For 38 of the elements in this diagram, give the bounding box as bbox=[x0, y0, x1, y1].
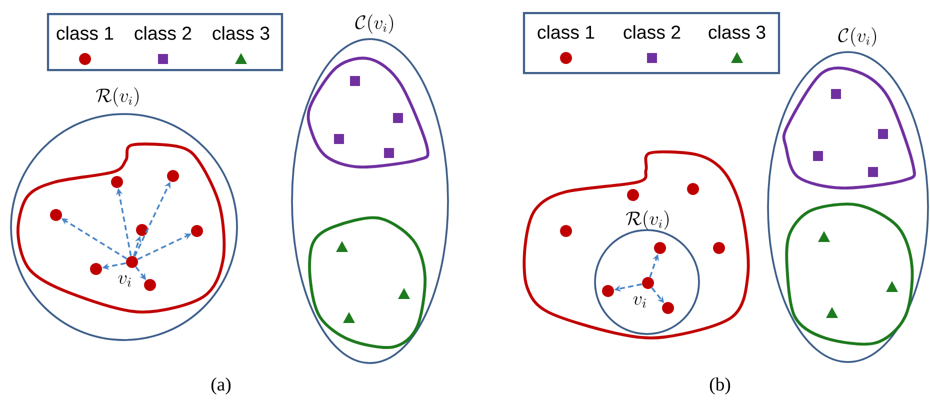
data-point bbox=[126, 256, 138, 268]
node-label: $\mathcal{C}(v_i)$ bbox=[355, 14, 394, 34]
data-point bbox=[662, 302, 674, 314]
data-point bbox=[654, 242, 666, 254]
data-point bbox=[642, 277, 654, 289]
data-point bbox=[560, 225, 572, 237]
cluster-outline bbox=[306, 56, 430, 168]
cluster-outline bbox=[16, 142, 226, 314]
ellipse-region: $\mathcal{C}(v_i)$ bbox=[291, 14, 449, 364]
point-label: $v_i$ bbox=[633, 296, 646, 308]
legend-label: class 1 bbox=[538, 25, 594, 39]
legend-label: class 1 bbox=[56, 26, 114, 40]
ellipse-region: $\mathcal{C}(v_i)$ bbox=[767, 27, 929, 363]
legend-label: class 3 bbox=[212, 26, 270, 40]
data-point bbox=[136, 224, 148, 236]
legend-label: class 2 bbox=[134, 26, 192, 40]
cluster-outline bbox=[785, 202, 914, 346]
legend-label: class 2 bbox=[624, 25, 680, 39]
data-point bbox=[111, 176, 123, 188]
data-point bbox=[50, 209, 62, 221]
node-label: $\mathcal{R}(v_i)$ bbox=[96, 87, 139, 107]
data-point bbox=[687, 183, 699, 195]
node-label: $\mathcal{R}(v_i)$ bbox=[626, 210, 669, 230]
data-point bbox=[90, 263, 102, 275]
cluster-outline bbox=[308, 216, 427, 349]
data-point bbox=[627, 189, 639, 201]
data-point bbox=[602, 285, 614, 297]
data-point bbox=[144, 279, 156, 291]
data-point bbox=[713, 242, 725, 254]
cluster-outline bbox=[782, 66, 916, 190]
cluster-outline bbox=[522, 150, 750, 340]
panel-caption: (a) bbox=[211, 378, 231, 394]
panel-caption: (b) bbox=[710, 378, 730, 394]
data-point bbox=[191, 225, 203, 237]
node-label: $\mathcal{C}(v_i)$ bbox=[838, 27, 876, 47]
legend-label: class 3 bbox=[708, 25, 766, 39]
point-label: $v_i$ bbox=[118, 275, 131, 287]
data-point bbox=[167, 170, 179, 182]
